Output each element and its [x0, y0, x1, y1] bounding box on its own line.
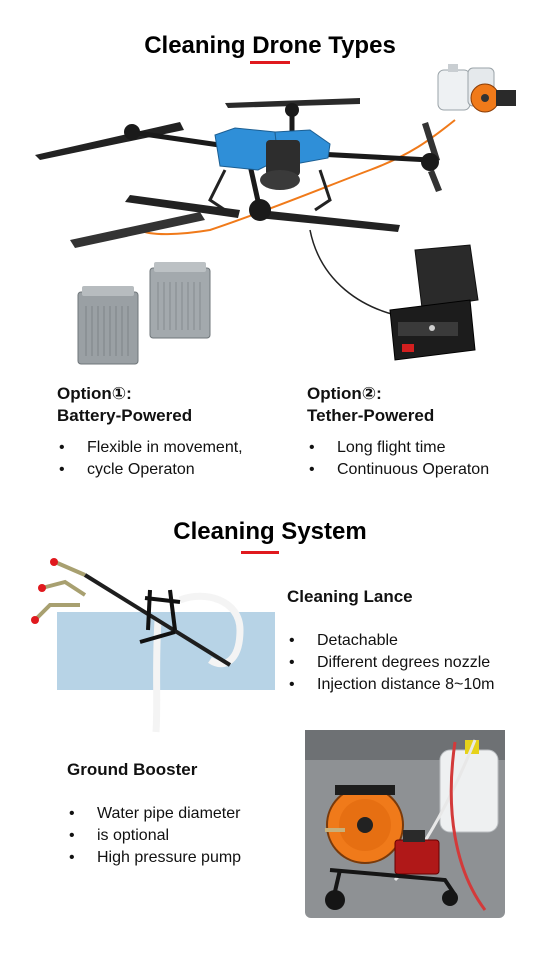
list-item: Injection distance 8~10m: [287, 674, 537, 696]
hose: [449, 741, 487, 911]
lance-list: Detachable Different degrees nozzle Inje…: [287, 630, 537, 696]
option2-list: Long flight time Continuous Operaton: [307, 437, 537, 481]
option2-prefix: Option: [307, 384, 362, 403]
list-item: Detachable: [287, 630, 537, 652]
battery-icon: [149, 262, 211, 339]
lance-pipes: [33, 560, 232, 667]
wheel-icon: [442, 890, 458, 906]
list-item: Different degrees nozzle: [287, 652, 537, 674]
drone-body: [214, 127, 331, 190]
booster-list: Water pipe diameter is optional High pre…: [67, 803, 297, 869]
wheel-icon: [325, 890, 345, 910]
list-item: Flexible in movement,: [57, 437, 297, 459]
list-item: Continuous Operaton: [307, 459, 537, 481]
option1-heading: Option①: Battery-Powered: [57, 383, 192, 427]
option1-prefix: Option: [57, 384, 112, 403]
title-underline: [241, 551, 279, 554]
tether-power-case-icon: [389, 244, 479, 361]
list-item: Water pipe diameter: [67, 803, 297, 825]
lance-mount: [139, 589, 181, 644]
hose-reel-icon: [470, 83, 516, 113]
title-underline: [250, 61, 290, 64]
drone-illustration: [35, 64, 516, 365]
option1-suffix: :: [126, 384, 132, 403]
tether-hose-orange: [139, 119, 456, 236]
option2-marker: ②: [361, 384, 377, 403]
battery-icon: [77, 286, 139, 365]
list-item-continuation: is optional: [97, 827, 170, 844]
ground-booster-illustration: [305, 730, 505, 918]
booster-heading: Ground Booster: [67, 760, 198, 779]
option1-marker: ①: [111, 384, 127, 403]
drone-types-title: Cleaning Drone Types: [144, 32, 396, 59]
cleaning-system-title: Cleaning System: [173, 518, 367, 545]
list-item: cycle Operaton: [57, 459, 297, 481]
tether-cable: [309, 229, 411, 319]
landing-gear: [208, 169, 332, 212]
option2-suffix: :: [376, 384, 382, 403]
option1-list: Flexible in movement, cycle Operaton: [57, 437, 297, 481]
list-item: High pressure pump: [67, 847, 297, 869]
water-jug-icon: [439, 740, 499, 833]
cleaning-lance-illustration: [31, 558, 275, 733]
rotor-blades: [35, 98, 442, 248]
option2-heading: Option②: Tether-Powered: [307, 383, 434, 427]
lance-heading: Cleaning Lance: [287, 587, 413, 606]
pump-icon: [394, 830, 440, 875]
option2-name: Tether-Powered: [307, 406, 435, 425]
booster-reel-icon: [325, 785, 404, 864]
list-item: is optional: [67, 825, 297, 847]
nozzle-icon: [31, 558, 58, 624]
list-item: Long flight time: [307, 437, 537, 459]
option1-name: Battery-Powered: [57, 406, 193, 425]
